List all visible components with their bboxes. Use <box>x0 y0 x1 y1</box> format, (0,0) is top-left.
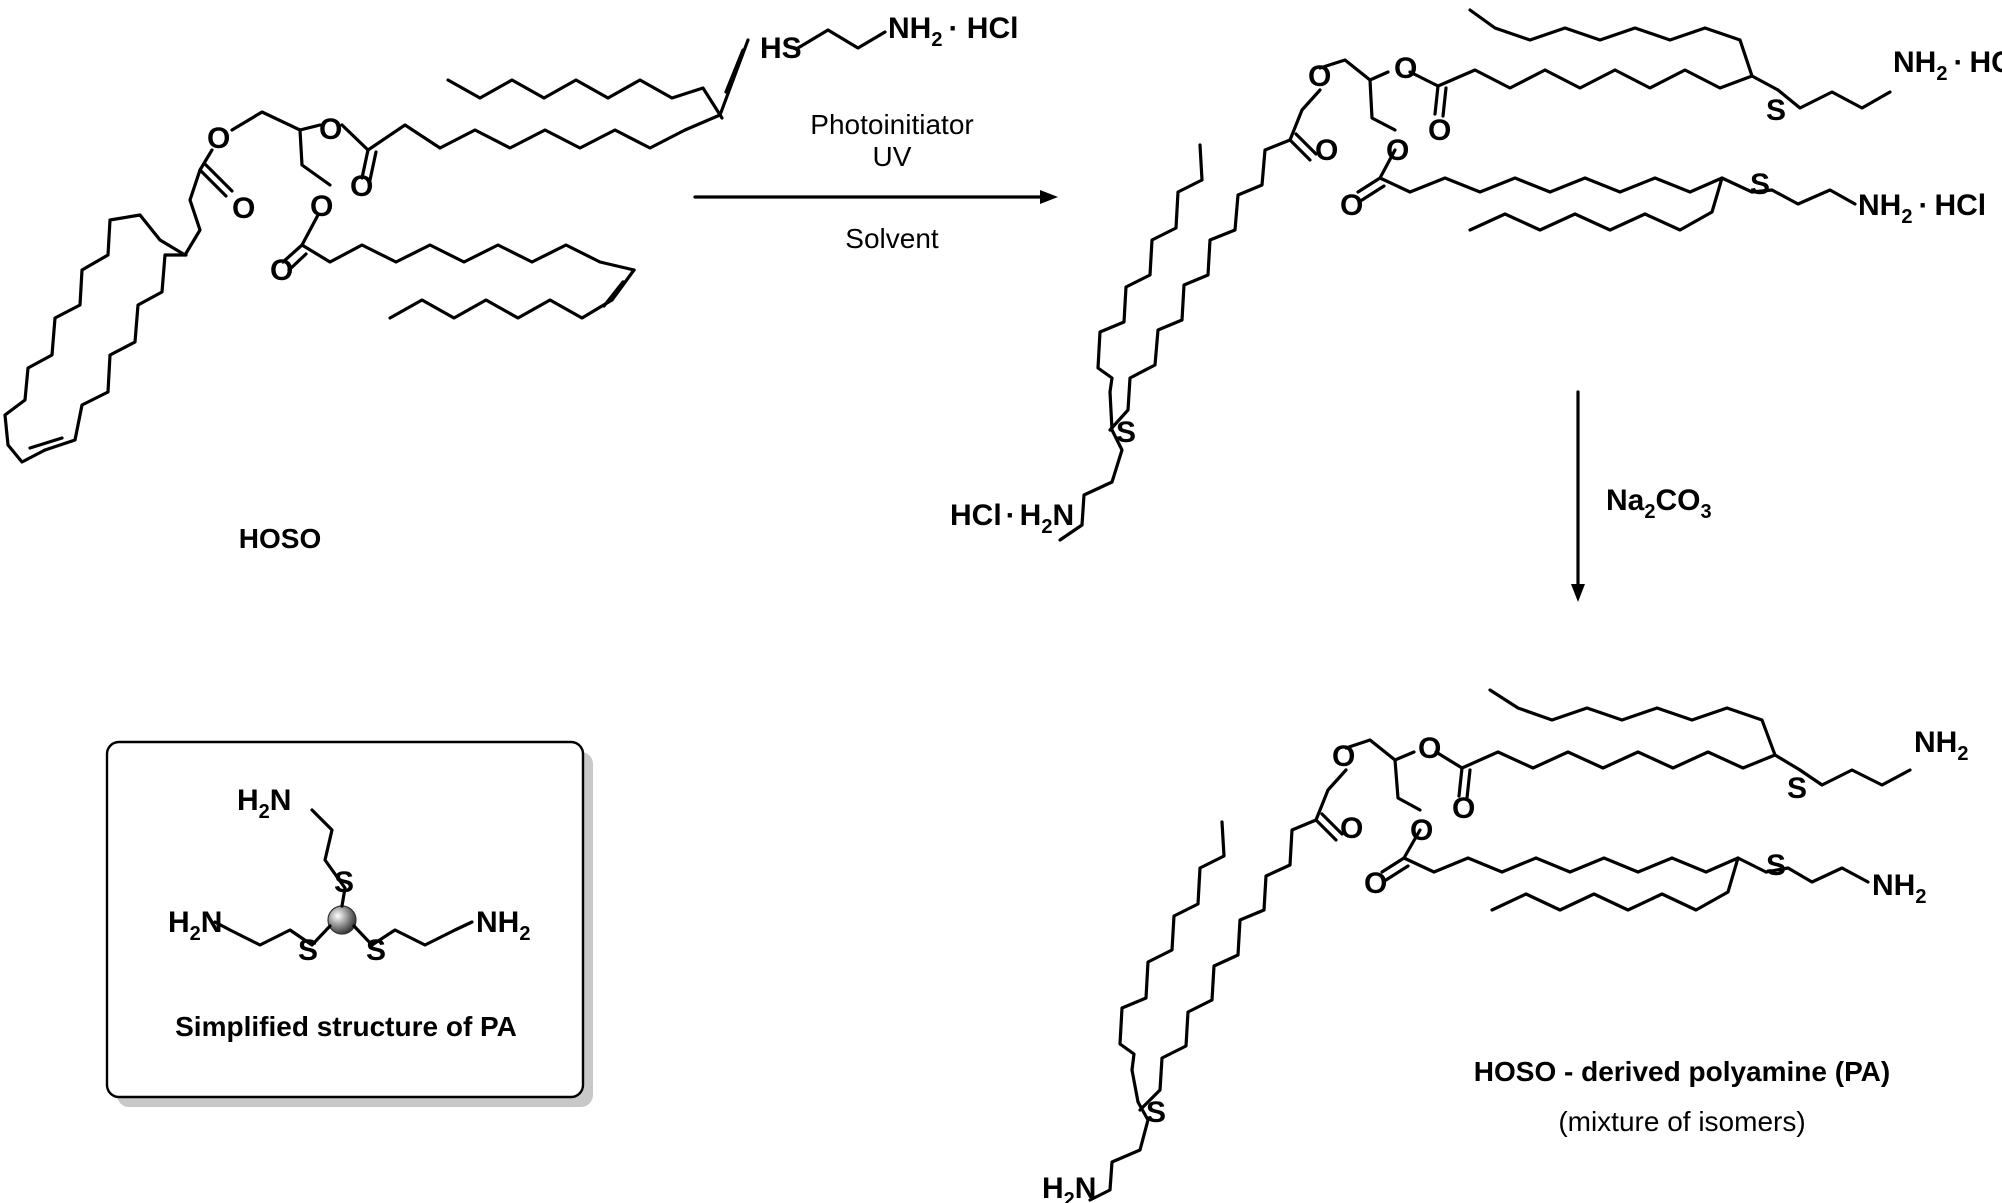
atom-s: S <box>334 866 354 899</box>
atom-o: O <box>1410 814 1433 847</box>
atom-o: O <box>1332 740 1355 773</box>
svg-text:H2N: H2N <box>168 906 222 945</box>
core-sphere <box>327 905 357 935</box>
atom-o: O <box>1340 189 1363 222</box>
svg-text:NH2·HCl: NH2·HCl <box>1893 46 2002 85</box>
atom-s: S <box>1750 168 1770 201</box>
atom-s: S <box>1116 416 1136 449</box>
reaction-arrow-2 <box>1571 390 1585 602</box>
inset-simplified-pa: S S S H2N H2N NH2 Simplified structure o… <box>105 740 593 1107</box>
atom-s: S <box>1146 1096 1166 1129</box>
reagent-na2co3: Na2CO3 <box>1606 484 1712 523</box>
svg-text:NH2: NH2 <box>476 906 530 945</box>
atom-s: S <box>298 934 318 967</box>
condition-photoinitiator: Photoinitiator <box>810 109 973 140</box>
atom-s: S <box>1766 94 1786 127</box>
svg-text:NH2: NH2 <box>1914 726 1968 765</box>
condition-solvent: Solvent <box>845 223 939 254</box>
reagent-cysteamine: HS NH2· HCl <box>760 12 1018 65</box>
reaction-arrow-1 <box>693 190 1058 204</box>
atom-o: O <box>350 170 373 203</box>
atom-o: O <box>232 192 255 225</box>
intermediate-structure: S NH2·HCl S NH2·HCl O O O O O O S HCl·H2… <box>950 8 2002 542</box>
atom-o: O <box>310 190 333 223</box>
product-structure: S NH2 S NH2 O O O O O O S H2N <box>1042 688 1968 1203</box>
label-product: HOSO - derived polyamine (PA) <box>1474 1056 1890 1087</box>
atom-o: O <box>1418 732 1441 765</box>
atom-o: O <box>1364 867 1387 900</box>
svg-text:NH2: NH2 <box>1872 869 1926 908</box>
atom-s: S <box>366 934 386 967</box>
svg-text:NH2· HCl: NH2· HCl <box>888 12 1018 51</box>
svg-text:HCl·H2N: HCl·H2N <box>950 499 1074 538</box>
atom-o: O <box>1340 812 1363 845</box>
atom-o: O <box>1308 60 1331 93</box>
atom-o: O <box>1452 792 1475 825</box>
atom-o: O <box>319 113 342 146</box>
hoso-structure: O O O O O O <box>3 38 750 464</box>
atom-o: O <box>1386 134 1409 167</box>
atom-s: S <box>1787 772 1807 805</box>
svg-text:NH2·HCl: NH2·HCl <box>1858 189 1986 228</box>
atom-s: S <box>1766 849 1786 882</box>
label-hoso: HOSO <box>239 523 321 554</box>
condition-uv: UV <box>873 141 912 172</box>
atom-o: O <box>1428 114 1451 147</box>
label-mixture: (mixture of isomers) <box>1558 1106 1805 1137</box>
atom-o: O <box>270 254 293 287</box>
inset-caption: Simplified structure of PA <box>175 1011 517 1042</box>
atom-o: O <box>1315 134 1338 167</box>
svg-text:H2N: H2N <box>237 784 291 823</box>
svg-text:HS: HS <box>760 32 802 65</box>
atom-o: O <box>207 122 230 155</box>
svg-text:H2N: H2N <box>1042 1172 1096 1203</box>
atom-o: O <box>1394 52 1417 85</box>
